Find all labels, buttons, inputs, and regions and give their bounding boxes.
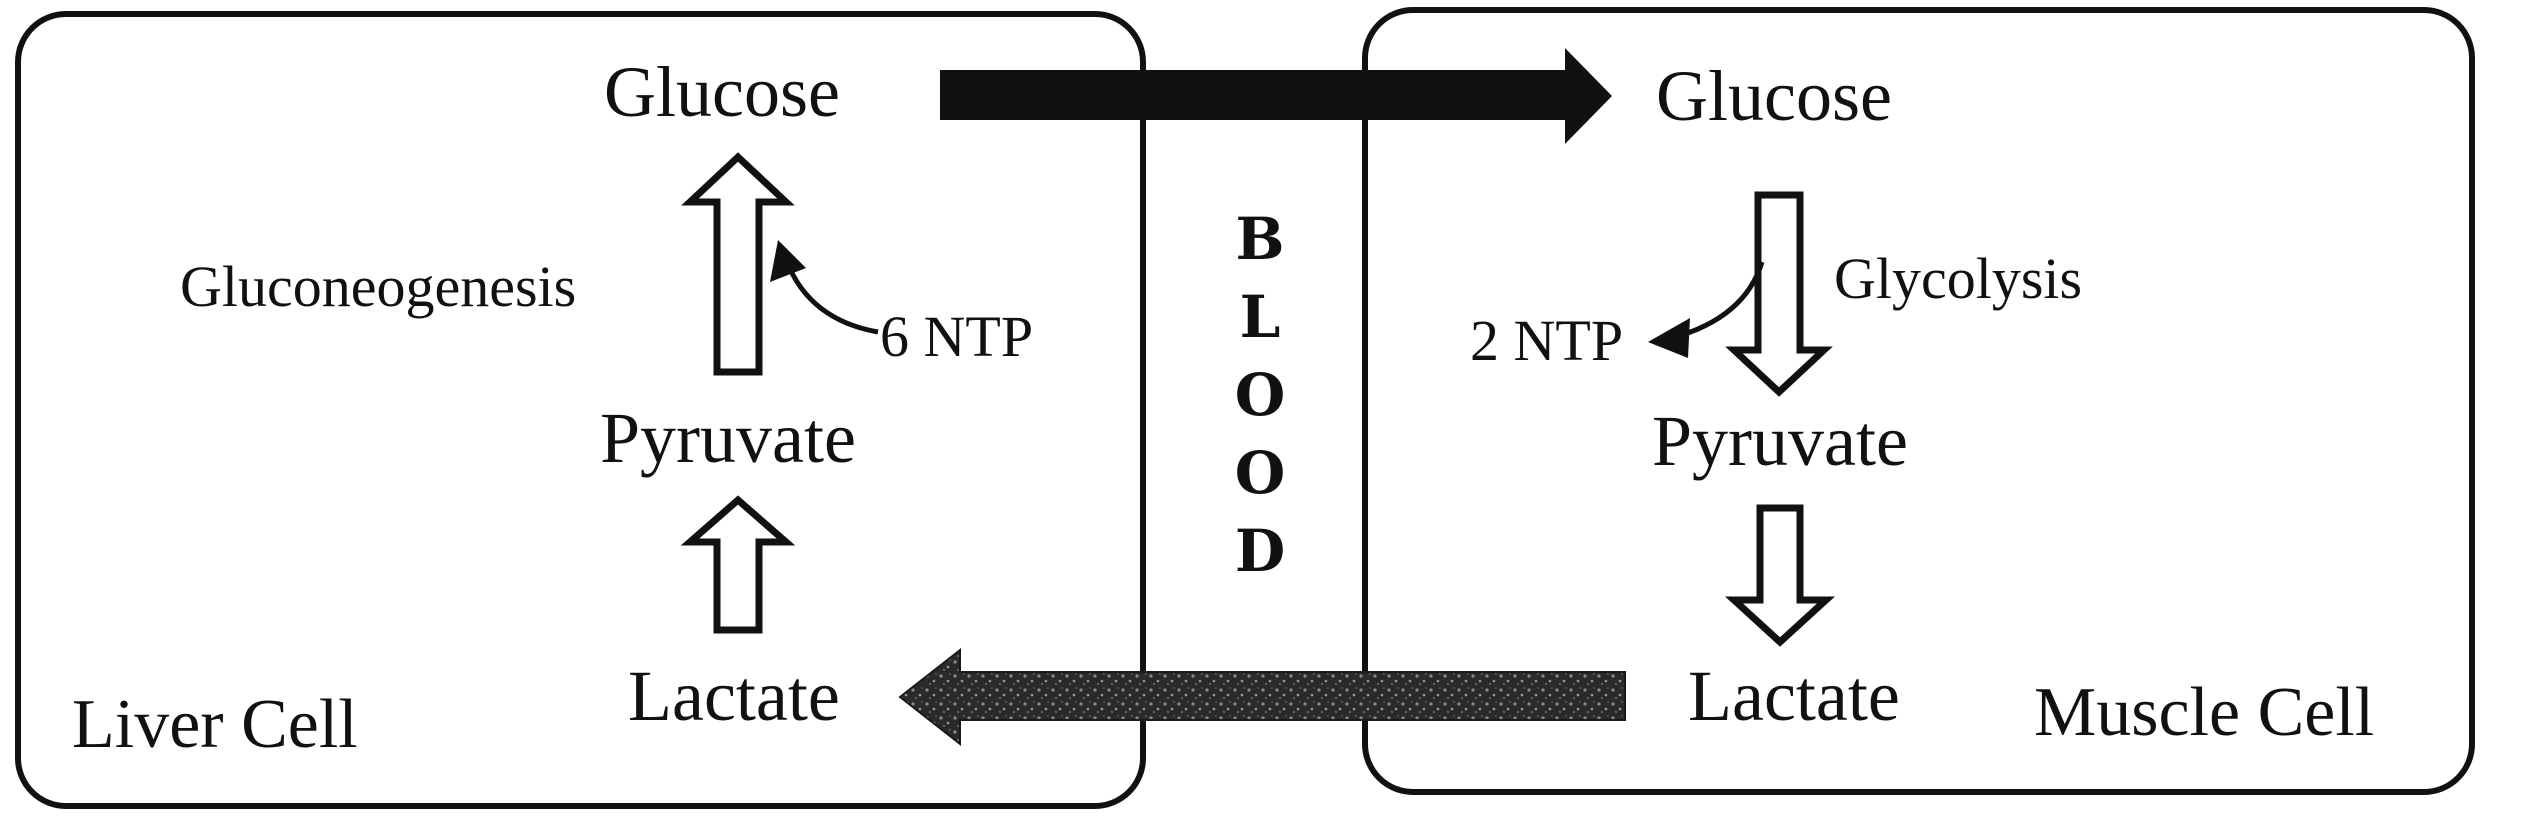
muscle-cell-box	[1362, 7, 2475, 795]
blood-letter: O	[1234, 439, 1286, 507]
liver-energy-label: 6 NTP	[880, 304, 1034, 369]
muscle-lactate-label: Lactate	[1688, 656, 1900, 736]
muscle-glucose-to-pyruvate-arrow	[1725, 191, 1833, 397]
muscle-process-label: Glycolysis	[1834, 246, 2083, 311]
muscle-cell-label: Muscle Cell	[2034, 674, 2375, 751]
muscle-pyruvate-to-lactate-arrow	[1724, 504, 1836, 647]
blood-letter: B	[1235, 205, 1285, 273]
muscle-pyruvate-label: Pyruvate	[1652, 401, 1908, 481]
muscle-energy-output-arrowhead	[1648, 318, 1690, 358]
liver-energy-input-arrowhead	[770, 240, 806, 282]
blood-label: B L O O D	[1230, 200, 1290, 590]
liver-lactate-to-pyruvate-arrow	[680, 495, 796, 634]
blood-letter: L	[1239, 283, 1281, 351]
liver-lactate-label: Lactate	[628, 656, 840, 736]
muscle-energy-label: 2 NTP	[1470, 308, 1624, 373]
liver-cell-box	[15, 11, 1146, 809]
liver-pyruvate-label: Pyruvate	[600, 398, 856, 478]
lactate-transport-arrow	[898, 647, 1626, 747]
muscle-glucose-label: Glucose	[1656, 56, 1892, 136]
liver-glucose-label: Glucose	[604, 52, 840, 132]
liver-pyruvate-to-glucose-arrow	[681, 152, 795, 376]
glucose-transport-arrow	[940, 48, 1612, 144]
blood-letter: D	[1234, 517, 1286, 585]
liver-process-label: Gluconeogenesis	[180, 254, 577, 319]
liver-energy-input-arrow	[784, 261, 879, 335]
blood-letter: O	[1234, 361, 1286, 429]
liver-cell-label: Liver Cell	[72, 686, 358, 763]
